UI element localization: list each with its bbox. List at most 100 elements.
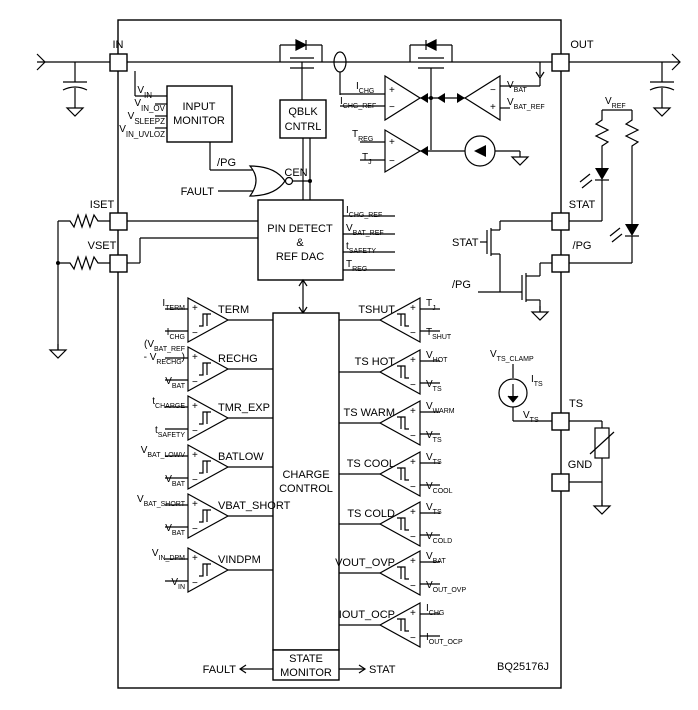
comparator-in2: tSAFETY — [155, 425, 185, 439]
part-number: BQ25176J — [497, 661, 549, 673]
svg-text:+: + — [410, 556, 416, 567]
svg-text:−: − — [192, 377, 198, 388]
comparator-name: IOUT_OCP — [339, 609, 395, 621]
svg-text:−: − — [410, 328, 416, 339]
treg-amp: + − TREG TJ — [352, 128, 529, 174]
state-monitor-block: STATE MONITOR FAULT STAT — [203, 649, 396, 681]
qblk-line1: QBLK — [288, 106, 318, 118]
vbat-ref-label: VBAT_REF — [507, 97, 545, 111]
comparator-in1: VTS — [426, 502, 442, 516]
tj-label: TJ — [362, 152, 372, 166]
ichg-ref-label: ICHG_REF — [340, 96, 376, 110]
comparator-pre: (VBAT_REF — [144, 339, 185, 353]
svg-text:+: + — [192, 352, 198, 363]
ichg-amp: + − ICHG ICHG_REF — [340, 74, 422, 122]
stat-pg-drivers: STAT /PG — [452, 220, 552, 321]
pin-detect-line2: & — [296, 237, 304, 249]
ts-network: VTS_CLAMP ITS VTS — [490, 349, 615, 515]
comparator-name: TS HOT — [355, 356, 396, 368]
comparator-in2: VBAT — [165, 523, 185, 537]
svg-text:−: − — [192, 524, 198, 535]
pin-ts: TS — [551, 398, 583, 431]
fault-out-label: FAULT — [203, 664, 237, 676]
ic-outline — [117, 19, 562, 689]
comparator-name: VINDPM — [218, 554, 261, 566]
pin-iset-label: ISET — [90, 199, 115, 211]
svg-text:+: + — [192, 553, 198, 564]
comparator-in1: TJ — [426, 298, 436, 312]
comparator-in1: VTS — [426, 452, 442, 466]
svg-text:−: − — [490, 85, 496, 96]
pin-out-label: OUT — [570, 39, 594, 51]
svg-text:+: + — [192, 303, 198, 314]
pin-pg-label: /PG — [573, 240, 592, 252]
pin-gnd: GND — [551, 459, 592, 492]
comparator-name: TMR_EXP — [218, 402, 270, 414]
pin-in: IN — [109, 39, 128, 72]
dac-out-2: tSAFETY — [346, 241, 376, 255]
comparator-name: TSHUT — [358, 304, 395, 316]
comparator-rechg: +−RECHG(VBAT_REF- VRECHG)VBAT — [144, 339, 273, 393]
charge-control-block: CHARGE CONTROL — [272, 312, 340, 651]
pin-in-label: IN — [113, 39, 124, 51]
comparator-in2: VCOOL — [426, 481, 453, 495]
charge-control-line1: CHARGE — [282, 469, 329, 481]
comparator-in2: VIN — [171, 577, 185, 591]
svg-text:−: − — [389, 156, 395, 167]
svg-text:−: − — [410, 633, 416, 644]
cen-label: CEN — [284, 167, 307, 179]
qblk-cntrl-block: QBLK CNTRL — [279, 99, 327, 200]
im-in-0: VIN — [137, 85, 152, 100]
pin-ts-label: TS — [569, 398, 583, 410]
svg-text:−: − — [192, 475, 198, 486]
vts-label: VTS — [523, 410, 539, 424]
vbat-amp: − + VBAT VBAT_REF — [463, 74, 545, 122]
svg-text:+: + — [192, 499, 198, 510]
pin-stat-label: STAT — [569, 199, 596, 211]
comparator-in2: VOUT_OVP — [426, 580, 466, 594]
svg-text:−: − — [410, 482, 416, 493]
im-in-2: VSLEEPZ — [128, 111, 165, 126]
svg-text:−: − — [192, 426, 198, 437]
pin-out: OUT — [551, 39, 594, 72]
comparator-in2: TSHUT — [426, 327, 452, 341]
comparator-name: TS COLD — [347, 508, 395, 520]
ts-clamp-label: VTS_CLAMP — [490, 349, 534, 363]
pin-vset: VSET — [88, 240, 128, 273]
comparator-in2: VBAT — [165, 376, 185, 390]
comparator-in1: ICHG — [426, 603, 444, 617]
pin-iset: ISET — [90, 199, 128, 231]
pin-detect-line3: REF DAC — [276, 251, 324, 263]
im-in-3: VIN_UVLOZ — [119, 124, 165, 139]
nor-gate: /PG FAULT CEN — [181, 138, 312, 200]
comparator-in2: IOUT_OCP — [426, 632, 463, 646]
svg-text:+: + — [389, 137, 395, 148]
svg-text:+: + — [410, 507, 416, 518]
its-label: ITS — [531, 374, 543, 388]
iset-vset-external — [49, 213, 110, 359]
svg-text:−: − — [389, 102, 395, 113]
comparator-name: BATLOW — [218, 451, 264, 463]
pin-vset-label: VSET — [88, 240, 117, 252]
svg-text:−: − — [410, 431, 416, 442]
comparator-in2: ICHG — [167, 327, 185, 341]
comparator-in1: ITERM — [162, 298, 185, 312]
svg-text:+: + — [490, 102, 496, 113]
svg-text:+: + — [410, 406, 416, 417]
comparator-name: VBAT_SHORT — [218, 500, 291, 512]
dac-out-1: VBAT_REF — [346, 223, 384, 237]
comparator-in2: VBAT — [165, 474, 185, 488]
comparator-in2: VCOLD — [426, 531, 452, 545]
power-path — [36, 39, 681, 117]
svg-text:+: + — [410, 457, 416, 468]
comparator-in1: VHOT — [426, 350, 448, 364]
svg-text:−: − — [192, 578, 198, 589]
pin-detect-block: PIN DETECT & REF DAC ICHG_REF VBAT_REF t… — [127, 199, 395, 315]
input-monitor-line1: INPUT — [183, 101, 216, 113]
